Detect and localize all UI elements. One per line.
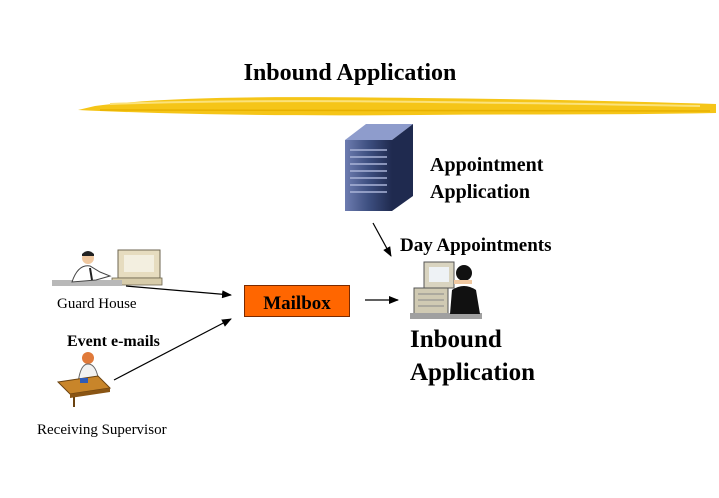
person-at-workstation-icon	[410, 261, 482, 319]
appointment-application-line2: Application	[430, 181, 531, 203]
inbound-application-line1: Inbound	[410, 326, 502, 353]
server-tower-icon	[345, 124, 413, 211]
receiving-supervisor-label: Receiving Supervisor	[37, 422, 167, 438]
person-at-computer-icon	[52, 249, 163, 286]
title-highlight-stroke	[78, 97, 716, 116]
appointment-application-label: Appointment Application	[430, 152, 543, 206]
inbound-application-label: Inbound Application	[410, 323, 535, 389]
day-appointments-label: Day Appointments	[400, 235, 552, 256]
edge-guard-to-mailbox	[125, 285, 232, 299]
guard-house-label: Guard House	[57, 296, 137, 312]
edge-server-to-inbound	[372, 222, 392, 257]
inbound-application-line2: Application	[410, 359, 536, 386]
event-emails-label: Event e-mails	[67, 333, 160, 350]
person-at-desk-with-phone-icon	[56, 352, 112, 407]
mailbox-box: Mailbox	[244, 285, 350, 317]
edge-supervisor-to-mailbox	[113, 318, 232, 381]
page-title: Inbound Application	[243, 60, 457, 86]
appointment-application-line1: Appointment	[430, 154, 544, 176]
mailbox-label: Mailbox	[263, 293, 331, 314]
